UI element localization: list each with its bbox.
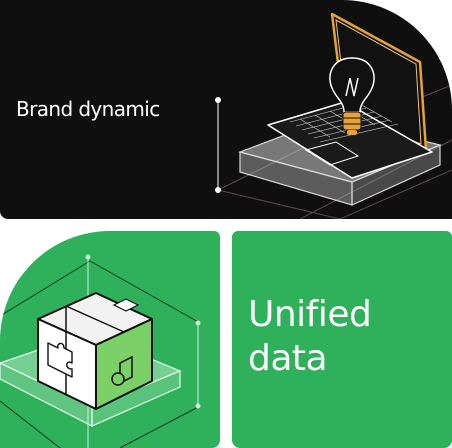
- data-line: data: [248, 338, 328, 379]
- unified-line: Unified: [248, 294, 372, 335]
- brand-dynamic-label: Brand dynamic: [16, 97, 160, 121]
- unified-data-card[interactable]: Unified data: [232, 231, 452, 448]
- cube-illustration-card[interactable]: [0, 231, 220, 448]
- unified-data-heading: Unified data: [248, 293, 372, 381]
- brand-dynamic-card[interactable]: Brand dynamic: [0, 0, 452, 219]
- laptop-lightbulb-icon: [215, 12, 452, 219]
- puzzle-cube-icon: [0, 254, 201, 448]
